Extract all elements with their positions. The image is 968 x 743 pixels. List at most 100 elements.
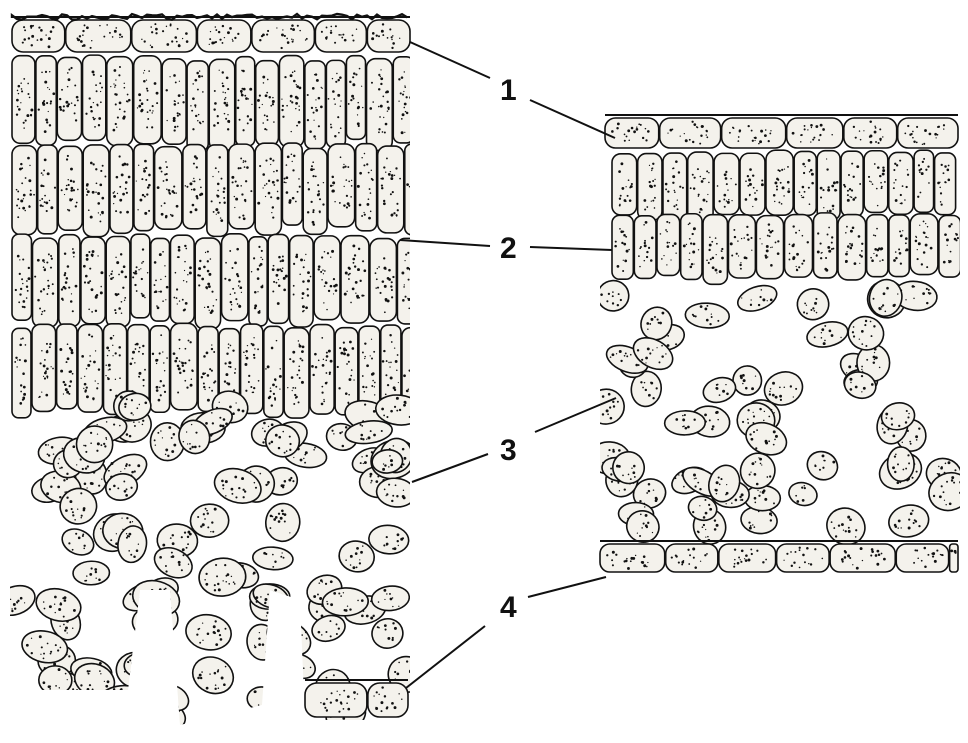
spongy-cell [368, 524, 410, 555]
palisade-cell [11, 54, 36, 145]
palisade-cell [35, 54, 58, 147]
spongy-cell [338, 540, 375, 573]
callout-3: 3 [500, 434, 517, 467]
palisade-cell [130, 233, 151, 319]
spongy-cell [886, 446, 915, 483]
leader-1-right [529, 99, 616, 139]
spongy-cell [763, 371, 804, 406]
palisade-cell [102, 323, 128, 416]
palisade-cell [313, 235, 341, 321]
palisade-cell [401, 326, 410, 411]
spongy-cell [284, 653, 316, 680]
palisade-cell [327, 143, 356, 228]
epidermis-cell [664, 543, 719, 573]
palisade-cell [149, 325, 171, 414]
spongy-cell [630, 370, 662, 408]
spongy-cell [59, 487, 98, 525]
palisade-cell [636, 152, 663, 221]
palisade-cell [267, 233, 290, 325]
spongy-cell [38, 665, 73, 696]
palisade-cell [369, 237, 398, 322]
palisade-cell [227, 143, 255, 230]
palisade-cell [80, 236, 106, 325]
epidermis-cell [843, 117, 898, 149]
palisade-cell [376, 145, 405, 234]
spongy-cell [806, 450, 839, 481]
palisade-cell [58, 233, 81, 328]
palisade-cell [77, 323, 104, 413]
palisade-cell [656, 213, 681, 277]
palisade-cell [686, 151, 714, 223]
palisade-cell [816, 149, 841, 221]
spongy-cell [189, 503, 230, 538]
palisade-cell [109, 143, 134, 235]
palisade-cell [248, 235, 268, 327]
palisade-cell [933, 152, 957, 216]
palisade-cell [611, 214, 635, 280]
left-leaf-section [10, 54, 410, 725]
palisade-cell [149, 237, 171, 322]
palisade-cell [182, 143, 207, 230]
right-leaf-section [600, 149, 960, 546]
palisade-cell [220, 233, 249, 322]
spongy-cell [266, 619, 312, 656]
palisade-cell [169, 234, 195, 325]
spongy-cell [185, 613, 232, 651]
palisade-cell [197, 325, 219, 413]
palisade-cell [153, 145, 183, 231]
palisade-cell [865, 213, 889, 278]
palisade-cell [55, 323, 78, 410]
palisade-cell [283, 327, 310, 419]
palisade-cell [755, 214, 785, 280]
palisade-cell [169, 322, 198, 411]
epidermis-cell [720, 117, 787, 149]
spongy-cell [737, 284, 778, 312]
spongy-cell [375, 477, 410, 508]
palisade-cell [194, 237, 222, 330]
palisade-cell [31, 323, 57, 413]
spongy-cell [371, 617, 404, 649]
palisade-cell [837, 213, 867, 281]
spongy-cell [600, 279, 630, 312]
palisade-cell [82, 144, 110, 238]
spongy-cell [888, 504, 930, 538]
leader-2-left [399, 239, 491, 247]
palisade-cell [281, 142, 303, 226]
palisade-cell [302, 147, 328, 236]
spongy-cell [687, 495, 718, 522]
cuticle [10, 12, 408, 21]
spongy-cell [796, 288, 830, 321]
palisade-cell [56, 56, 83, 142]
spongy-cell [632, 478, 667, 509]
spongy-cell [252, 546, 294, 571]
palisade-cell [278, 54, 305, 148]
epidermis-cell [304, 682, 368, 718]
epidermis-cell [785, 117, 844, 149]
spongy-cell [72, 560, 111, 586]
epidermis-cell [599, 543, 666, 573]
palisade-cell [783, 213, 814, 278]
palisade-cell [309, 323, 335, 415]
lower-epidermis-left [304, 679, 409, 718]
spongy-cell [702, 376, 737, 404]
palisade-cell [887, 151, 914, 216]
callout-2: 2 [500, 232, 517, 265]
palisade-cell [345, 54, 367, 141]
palisade-cell [765, 149, 794, 217]
callout-1: 1 [500, 74, 517, 107]
spongy-cell [178, 419, 211, 455]
palisade-cell [840, 150, 864, 218]
spongy-cell [157, 684, 190, 712]
palisade-cell [206, 144, 229, 238]
spongy-cell [105, 473, 139, 501]
palisade-cell [36, 144, 59, 235]
spongy-cell [640, 306, 673, 341]
epidermis-cell [130, 19, 198, 53]
spongy-cell [264, 502, 301, 543]
palisade-cell [379, 324, 402, 418]
epidermis-cell [896, 117, 959, 149]
spongy-cell [663, 410, 707, 436]
palisade-cell [304, 60, 327, 150]
palisade-cell [186, 60, 210, 152]
